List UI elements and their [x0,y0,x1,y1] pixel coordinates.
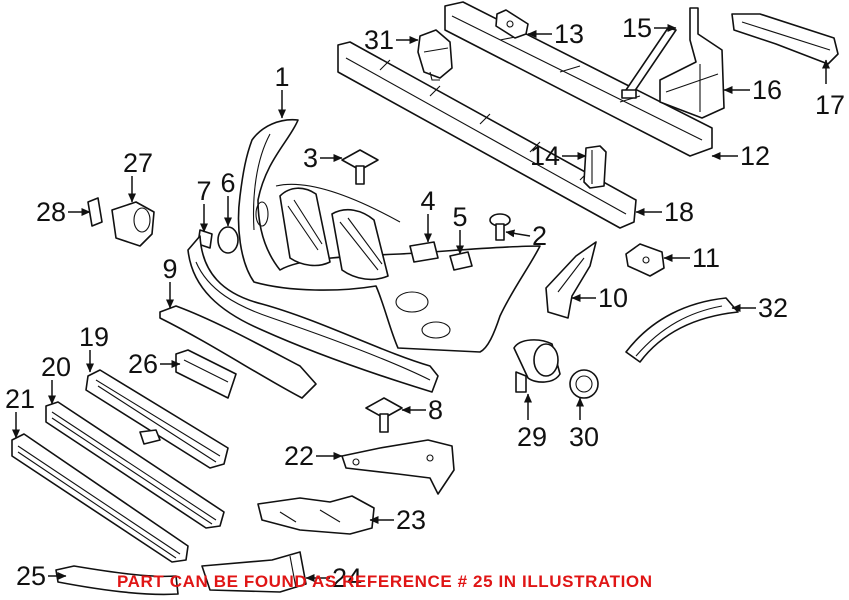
part-31-sensor [417,29,453,81]
part-4-cap [409,241,439,263]
part-13-clip [495,9,529,39]
part-23-fog-lamp-bezel [257,495,375,535]
callout-14: 14 [530,141,560,171]
part-3-rivet [341,149,379,185]
part-9-lower-spoiler [187,235,439,393]
callout-9: 9 [162,254,177,284]
callout-12: 12 [740,141,770,171]
part-16-mount-bracket [659,7,725,119]
parts-group [11,1,839,596]
callout-20: 20 [41,352,71,382]
part-29-parking-sensor [513,339,561,393]
callout-31: 31 [364,25,394,55]
part-17-side-bracket [731,13,839,65]
part-6-washer [217,226,239,254]
reference-notice: PART CAN BE FOUND AS REFERENCE # 25 IN I… [117,572,653,591]
callout-19: 19 [79,322,109,352]
callout-11: 11 [692,243,720,273]
part-25-lower-trim [55,565,179,596]
callout-21: 21 [5,384,35,414]
callout-30: 30 [569,422,599,452]
callout-27: 27 [123,148,153,178]
part-21-lower-grille [11,433,189,563]
part-fog-lamp-openings [255,201,451,339]
callout-6: 6 [220,168,235,198]
callout-26: 26 [128,349,158,379]
part-grille [279,187,389,281]
callout-1: 1 [274,62,289,92]
part-12-reinforcement-bar [444,1,713,157]
part-22-lamp-bracket [341,439,455,495]
callout-10: 10 [598,283,628,313]
callout-25: 25 [16,561,46,591]
callout-24: 24 [332,563,362,593]
part-32-wheel-arch-trim [625,297,739,363]
leader-2 [505,229,531,238]
part-18-energy-absorber [337,41,637,229]
part-19-grille-insert [85,369,229,469]
callout-8: 8 [428,395,443,425]
part-5-cap [449,251,473,271]
callout-22: 22 [284,441,314,471]
callout-2: 2 [532,221,547,251]
callout-3: 3 [303,143,318,173]
part-8-rivet [365,397,403,433]
part-27-sensor [111,201,155,247]
callout-18: 18 [664,197,694,227]
part-26-license-plate-bracket [175,349,237,399]
callout-numbers: 1 2 3 4 5 6 7 8 9 10 11 12 13 14 15 16 1… [5,13,845,593]
callout-29: 29 [517,422,547,452]
callout-32: 32 [758,293,788,323]
part-lower-trim-strip [159,305,317,399]
leader-lines [12,24,830,582]
callout-15: 15 [622,13,652,43]
part-10-side-trim [545,241,597,319]
callout-28: 28 [36,197,66,227]
callout-23: 23 [396,505,426,535]
part-2-screw [489,213,511,241]
callout-17: 17 [815,90,845,120]
part-28-cap [87,197,103,227]
callout-5: 5 [452,202,467,232]
callout-16: 16 [752,75,782,105]
part-20-lower-grille [45,401,225,529]
part-24-corner-trim [201,551,307,593]
callout-13: 13 [554,19,584,49]
part-1-bumper-cover [237,118,541,353]
part-30-sensor-ring [569,369,599,399]
callout-4: 4 [420,186,435,216]
part-11-guide-clip [625,243,665,277]
part-14-small-bracket [583,145,607,189]
callout-7: 7 [196,176,211,206]
